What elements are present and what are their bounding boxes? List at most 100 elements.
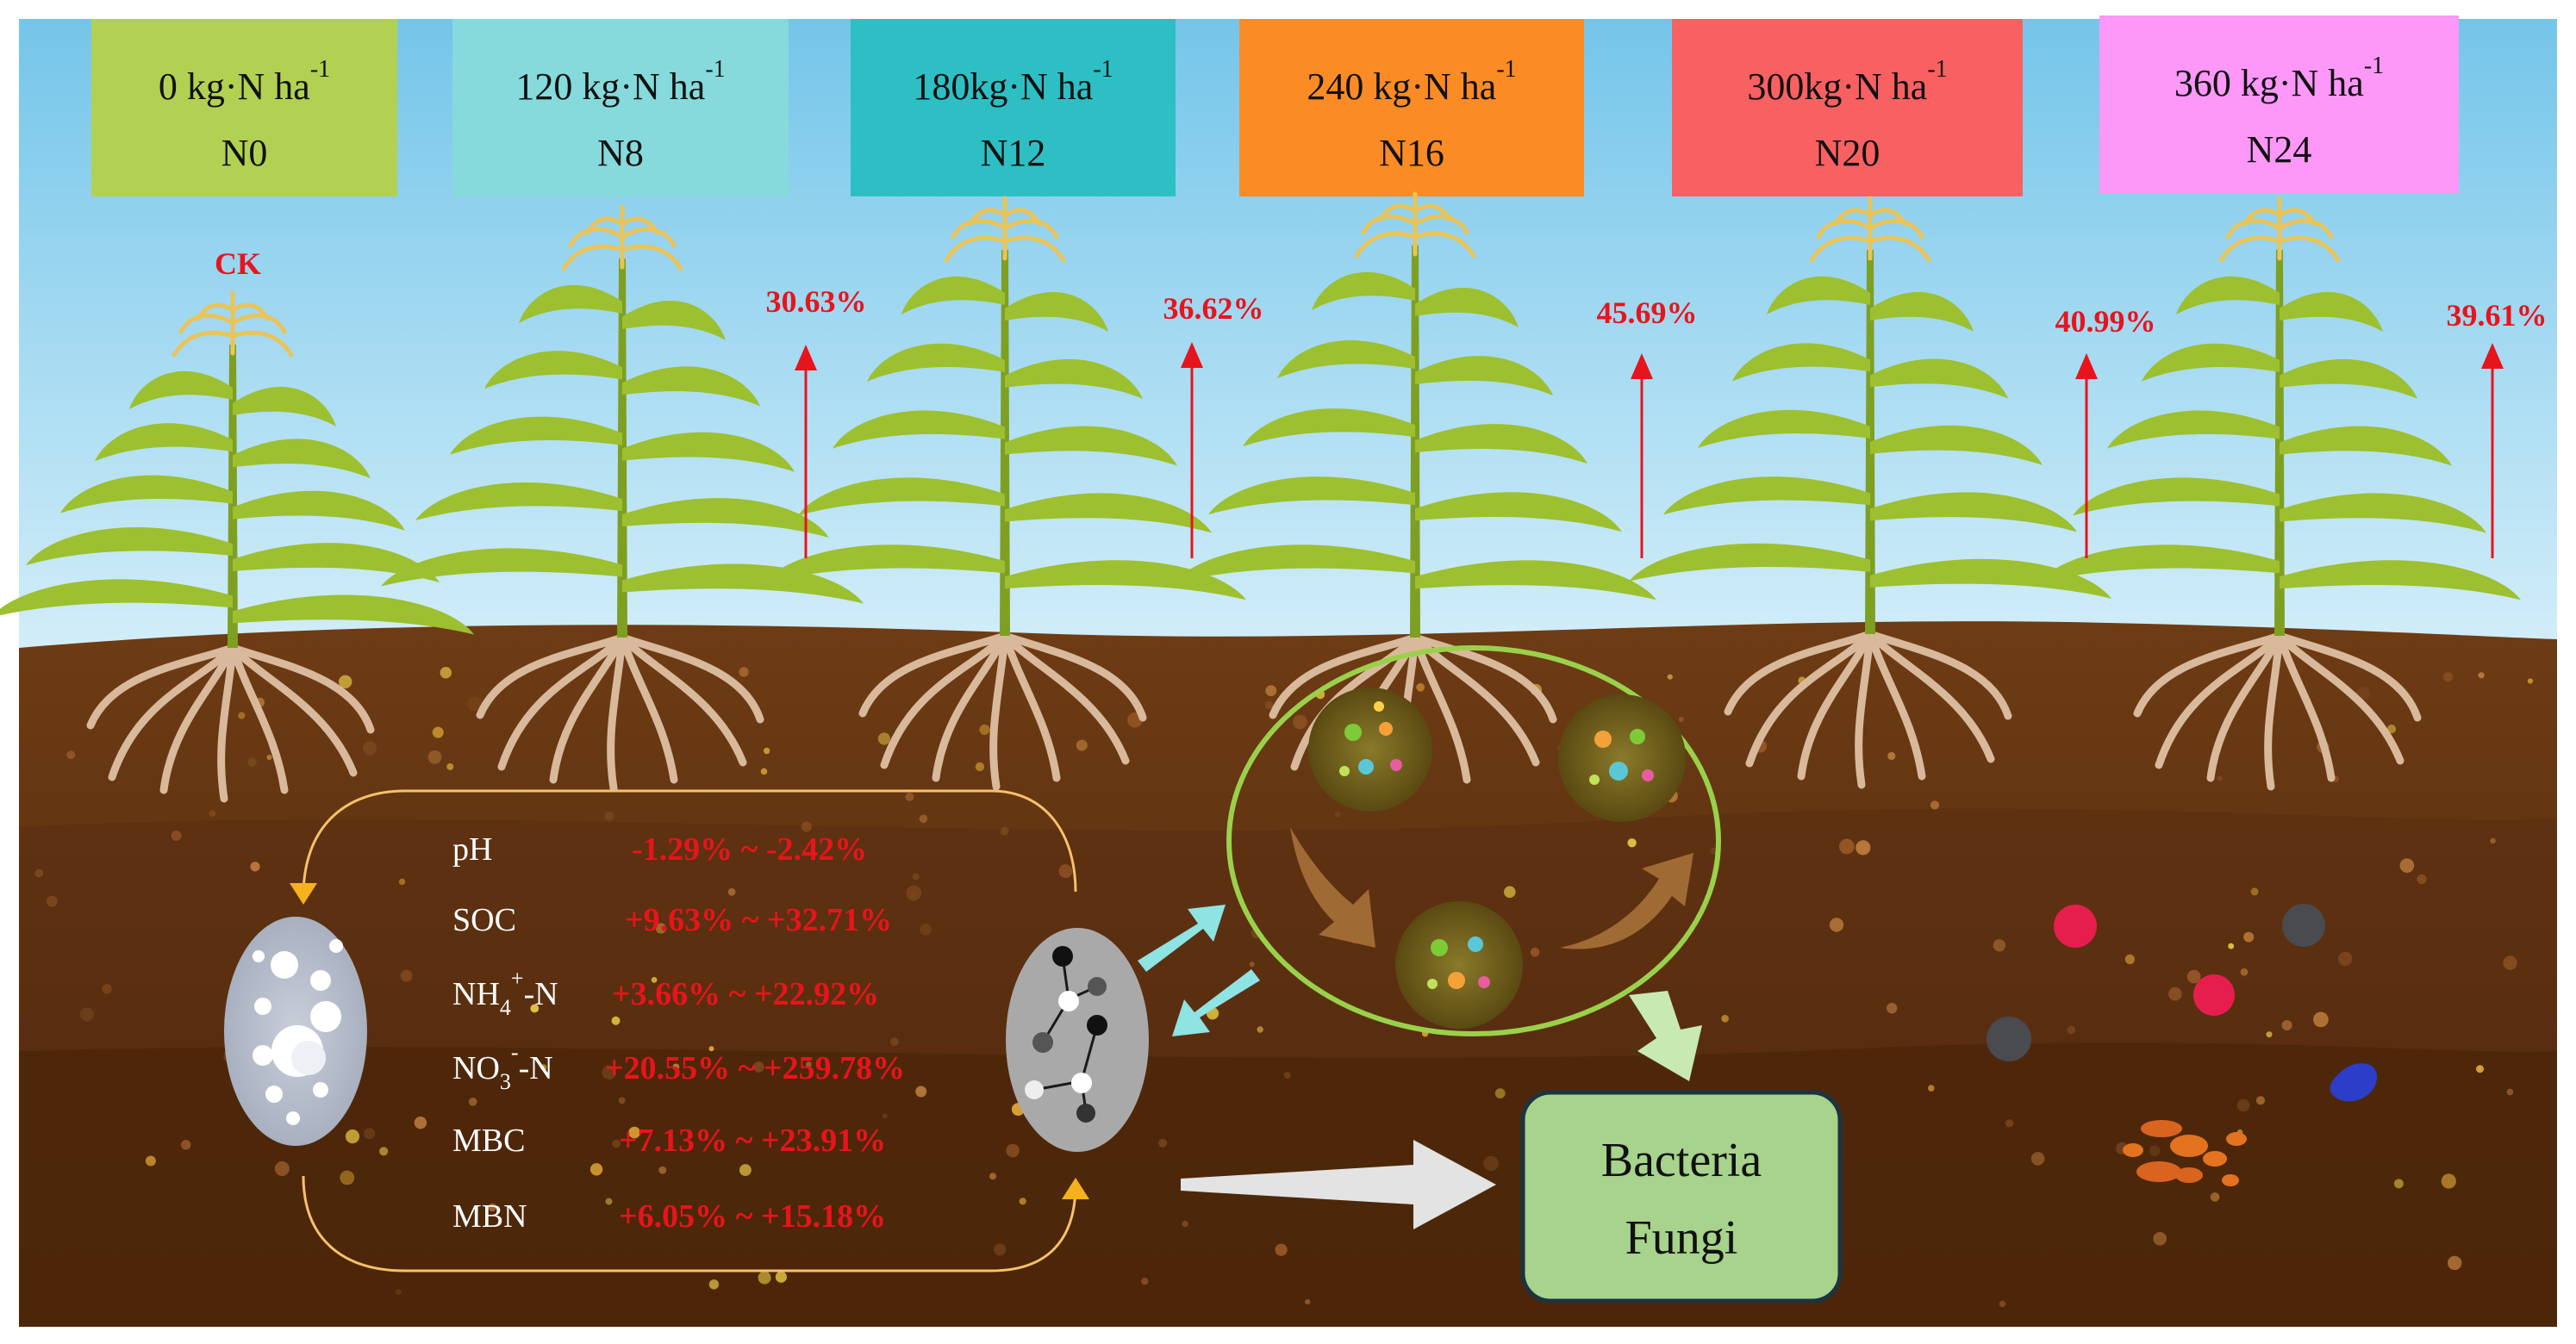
microbial-community [1226, 645, 1721, 1036]
property-change-range: -1.29% ~ -2.42% [632, 831, 867, 868]
treatment-rate: 0 kg·N ha-1 [159, 56, 330, 108]
treatment-code: N24 [2247, 128, 2312, 171]
porous-aggregate-icon [224, 917, 367, 1146]
cycle-arrowhead-down-icon [290, 883, 317, 905]
roots [86, 644, 375, 803]
treatment-rate: 180kg·N ha-1 [913, 56, 1113, 108]
increase-value: 40.99% [2055, 304, 2156, 339]
treatment-code: N12 [981, 132, 1046, 174]
leaves [2038, 276, 2521, 600]
up-arrow-icon [1631, 353, 1653, 379]
tassel [172, 290, 294, 358]
soil-property-list: pH -1.29% ~ -2.42% SOC +9.63% ~ +32.71% NH4+… [452, 831, 905, 1235]
maize-plant-icon [1174, 191, 1656, 793]
increase-indicator: 45.69% [1597, 296, 1698, 558]
treatment-rate: 240 kg·N ha-1 [1307, 56, 1516, 108]
microbe-colony-icon [1558, 694, 1686, 822]
treatment-header-n0: 0 kg·N ha-1N0 [91, 19, 397, 196]
property-name: MBC [452, 1123, 525, 1159]
tassel [1809, 196, 1931, 263]
treatment-code: N20 [1815, 132, 1881, 174]
property-change-range: +6.05% ~ +15.18% [619, 1198, 886, 1235]
increase-value: 36.62% [1163, 291, 1264, 326]
up-arrow-icon [2075, 353, 2098, 379]
property-change-range: +3.66% ~ +22.92% [612, 976, 879, 1012]
treatment-header-n8: 120 kg·N ha-1N8 [452, 19, 789, 196]
treatment-headers: 0 kg·N ha-1N0 120 kg·N ha-1N8 180kg·N ha-1… [91, 16, 2459, 196]
microbe-colony-icon [1395, 901, 1523, 1029]
microbe-colony-icon [1308, 688, 1432, 812]
increase-indicator: 36.62% [1163, 291, 1264, 558]
property-name: MBN [452, 1198, 527, 1235]
down-arrow-to-microbes-icon [1629, 991, 1702, 1081]
molecule-network-icon [1006, 928, 1149, 1152]
header-box [452, 19, 789, 196]
property-name: pH [452, 831, 492, 868]
control-label: CK [215, 246, 261, 281]
property-name: NO3--N [452, 1040, 553, 1094]
tassel [944, 196, 1066, 263]
increase-indicator: 30.63% [766, 284, 867, 558]
maize-plant-icon [2038, 196, 2521, 791]
header-box [91, 19, 397, 196]
header-box [1239, 19, 1584, 196]
increase-value: 45.69% [1597, 296, 1698, 330]
green-ring [1226, 645, 1721, 1036]
treatment-code: N8 [597, 132, 644, 174]
property-row: MBC +7.13% ~ +23.91% [452, 1123, 886, 1159]
up-arrow-icon [1181, 342, 1203, 368]
roots [476, 633, 764, 793]
treatment-rate: 360 kg·N ha-1 [2174, 53, 2384, 104]
header-box [2099, 16, 2459, 193]
property-row: SOC +9.63% ~ +32.71% [452, 902, 892, 938]
treatment-code: N16 [1379, 132, 1444, 174]
microbes-box: Bacteria Fungi [1520, 1090, 1843, 1304]
curved-arrow-up-icon [1560, 853, 1693, 949]
property-row: MBN +6.05% ~ +15.18% [452, 1198, 886, 1235]
property-name: SOC [452, 902, 516, 938]
increase-value: 30.63% [766, 284, 867, 319]
exchange-arrows-icon [1138, 905, 1260, 1036]
leaves [0, 370, 474, 635]
roots [858, 632, 1147, 791]
property-row: NH4+-N+3.66% ~ +22.92% [452, 966, 879, 1020]
leaves [381, 284, 864, 604]
increase-indicator: 39.61% [2447, 298, 2548, 558]
roots [1724, 630, 2012, 789]
treatment-rate: 300kg·N ha-1 [1747, 56, 1947, 108]
maize-plant-icon [381, 204, 864, 793]
leaves [1629, 276, 2111, 599]
property-change-range: +20.55% ~ +259.78% [605, 1050, 905, 1086]
tassel [561, 204, 683, 271]
curved-arrow-down-icon [1290, 827, 1375, 948]
soil-particles-decor [1987, 904, 2378, 1186]
increase-indicators: 30.63% 36.62% 45.69% 40.99% 39.61% [766, 284, 2548, 558]
property-row: NO3--N +20.55% ~ +259.78% [452, 1040, 905, 1094]
microbes-line-fungi: Fungi [1625, 1211, 1738, 1265]
cycle-line-bottom [302, 1175, 1077, 1272]
property-change-range: +9.63% ~ +32.71% [625, 902, 892, 938]
cycle-arrowhead-up-icon [1062, 1178, 1089, 1199]
up-arrow-icon [2481, 343, 2504, 369]
property-change-range: +7.13% ~ +23.91% [619, 1123, 886, 1159]
stem [617, 258, 627, 638]
treatment-code: N0 [221, 132, 268, 174]
maize-plant-icon [0, 290, 474, 803]
header-box [851, 19, 1176, 196]
increase-indicator: 40.99% [2055, 304, 2156, 558]
right-arrow-to-microbes-icon [1181, 1140, 1496, 1229]
leaves [764, 276, 1246, 600]
tassel [1354, 191, 1476, 258]
property-cycle [290, 789, 1089, 1272]
increase-value: 39.61% [2447, 298, 2548, 333]
property-row: pH -1.29% ~ -2.42% [452, 831, 867, 868]
maize-plants [0, 191, 2521, 803]
tassel [2218, 196, 2341, 263]
cycle-line-top [302, 789, 1077, 897]
microbes-line-bacteria: Bacteria [1601, 1134, 1762, 1187]
